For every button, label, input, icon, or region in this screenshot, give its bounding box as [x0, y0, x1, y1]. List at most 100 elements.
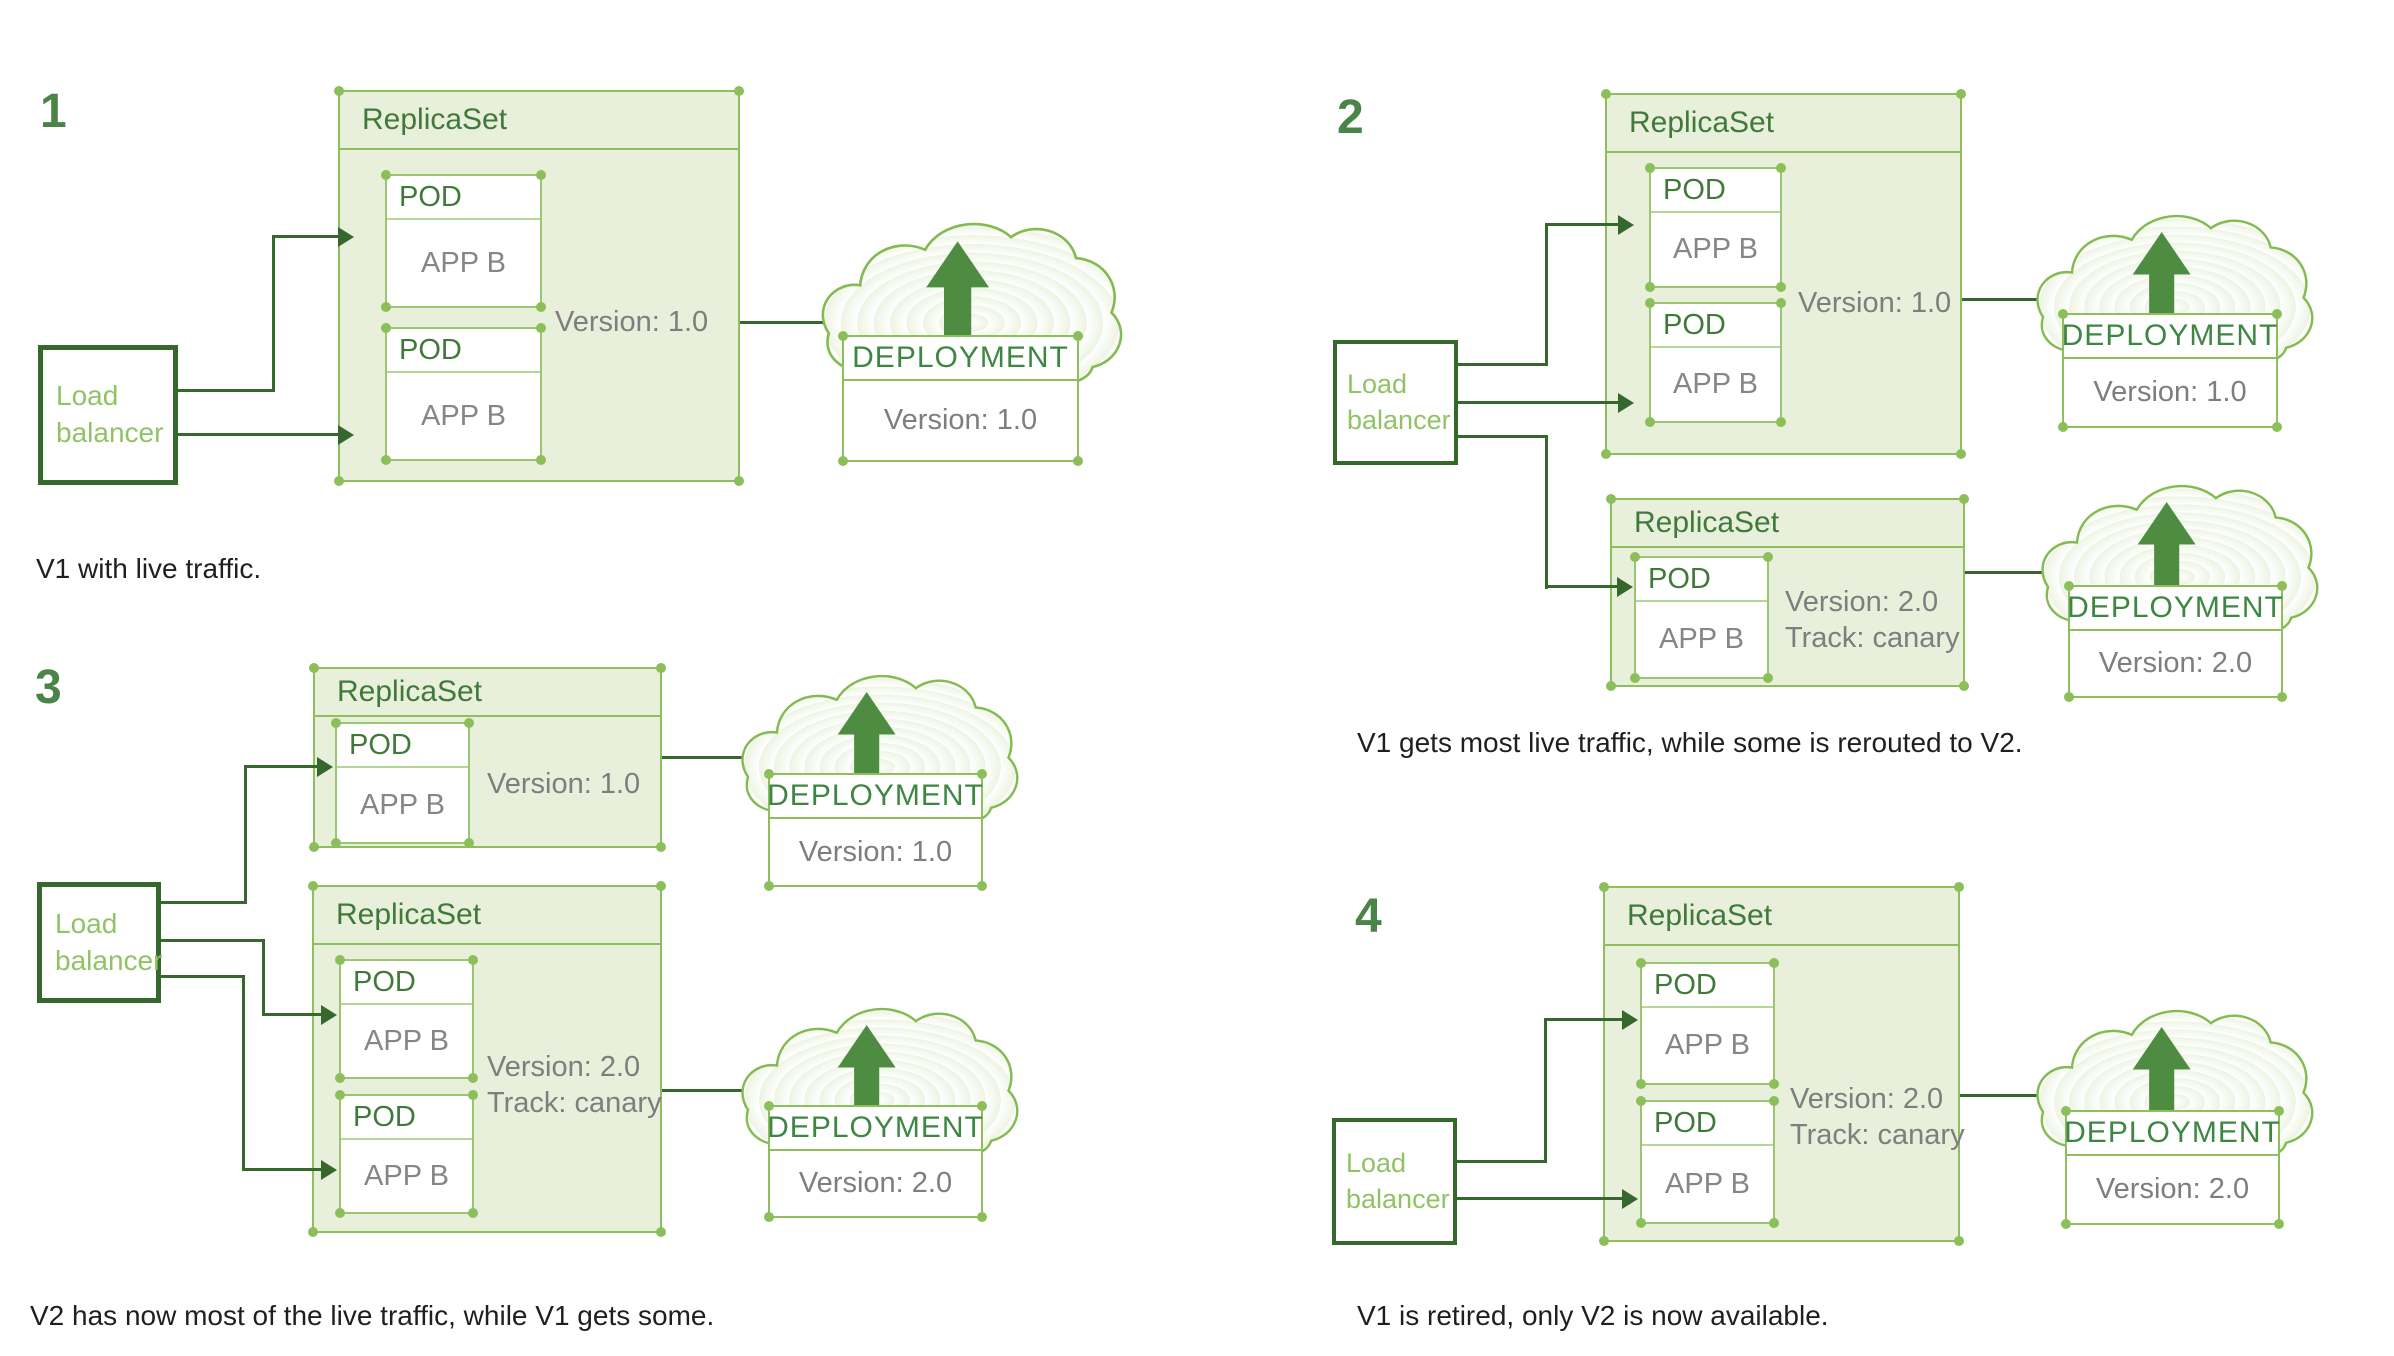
selection-handle-dot [334, 476, 344, 486]
selection-handle-dot [308, 881, 318, 891]
panel3-rs2-pod-2-title: POD [341, 1096, 472, 1140]
panel2-arrow3-seg [1458, 435, 1548, 438]
panel3-arrow1-seg [244, 765, 247, 904]
panel4-replicaset-1-meta: Version: 2.0 Track: canary [1790, 1081, 1965, 1153]
panel4-arrow2-seg [1457, 1197, 1624, 1200]
panel4-step-number: 4 [1355, 890, 1382, 943]
selection-handle-dot [1630, 673, 1640, 683]
panel2-rs1-pod-2-app: APP B [1673, 368, 1758, 400]
panel2-arrow2-head-icon [1618, 393, 1634, 413]
panel4-arrow1-head-icon [1622, 1010, 1638, 1030]
selection-handle-dot [2058, 309, 2068, 319]
selection-handle-dot [977, 769, 987, 779]
panel2-arrow1-seg [1545, 223, 1620, 226]
selection-handle-dot [1954, 1236, 1964, 1246]
selection-handle-dot [381, 170, 391, 180]
panel3-arrow2-seg [161, 939, 265, 942]
selection-handle-dot [1645, 282, 1655, 292]
panel2-arrow3-seg [1545, 435, 1548, 589]
panel1-replicaset-1-title: ReplicaSet [340, 92, 738, 150]
panel3-rs2-pod-2: POD APP B [335, 1090, 478, 1218]
selection-handle-dot [1599, 1236, 1609, 1246]
selection-handle-dot [2064, 692, 2074, 702]
panel4-deployment-figure: DEPLOYMENT Version: 2.0 [2035, 1000, 2325, 1240]
selection-handle-dot [1776, 298, 1786, 308]
panel4-arrow2-head-icon [1622, 1189, 1638, 1209]
panel2-replicaset-2-version: Version: 2.0 [1785, 586, 1939, 618]
selection-handle-dot [2277, 692, 2287, 702]
panel1-pod-2-title: POD [387, 329, 540, 373]
panel1-step-number: 1 [40, 85, 67, 138]
panel3-rs2-pod-1-title: POD [341, 961, 472, 1005]
panel4-deployment-title: DEPLOYMENT [2064, 1112, 2280, 1156]
selection-handle-dot [334, 86, 344, 96]
panel2-rs2-pod-1-app: APP B [1659, 623, 1744, 655]
selection-handle-dot [464, 838, 474, 848]
panel3-replicaset-2-title: ReplicaSet [314, 887, 660, 945]
selection-handle-dot [1769, 1079, 1779, 1089]
selection-handle-dot [2274, 1219, 2284, 1229]
panel2-deployment-1-version: Version: 1.0 [2093, 376, 2247, 408]
panel2-rs1-pod-2: POD APP B [1645, 298, 1786, 427]
panel2-connector-2 [1965, 571, 2060, 574]
panel2-deployment-2-title: DEPLOYMENT [2067, 587, 2283, 631]
panel3-caption: V2 has now most of the live traffic, whi… [30, 1300, 715, 1331]
panel2-deployment-box-2: DEPLOYMENT Version: 2.0 [2064, 581, 2287, 702]
panel2-rs2-pod-1: POD APP B [1630, 552, 1773, 683]
panel2-arrow1-seg [1545, 223, 1548, 366]
panel2-deployment-figure-2: DEPLOYMENT Version: 2.0 [2040, 475, 2330, 710]
selection-handle-dot [464, 718, 474, 728]
panel3-replicaset-1-meta: Version: 1.0 [487, 766, 640, 802]
panel3-rs2-pod-1-app: APP B [364, 1024, 449, 1057]
selection-handle-dot [977, 1101, 987, 1111]
selection-handle-dot [2274, 1106, 2284, 1116]
panel2-rs1-pod-1: POD APP B [1645, 163, 1786, 292]
selection-handle-dot [536, 170, 546, 180]
selection-handle-dot [309, 663, 319, 673]
panel4-pod-1: POD APP B [1636, 958, 1779, 1089]
selection-handle-dot [2064, 581, 2074, 591]
selection-handle-dot [1959, 681, 1969, 691]
panel1-arrow1-seg [272, 235, 340, 238]
panel2-rs1-pod-2-title: POD [1651, 304, 1780, 348]
panel2-replicaset-2-meta: Version: 2.0 Track: canary [1785, 584, 1960, 656]
selection-handle-dot [2277, 581, 2287, 591]
panel3-arrow3-seg [242, 1168, 323, 1171]
selection-handle-dot [1769, 1218, 1779, 1228]
selection-handle-dot [977, 881, 987, 891]
selection-handle-dot [1763, 673, 1773, 683]
panel2-deployment-1-title: DEPLOYMENT [2062, 315, 2277, 359]
panel1-arrow1-head-icon [338, 227, 354, 247]
panel4-replicaset-1: ReplicaSet POD APP B POD APP B Version: … [1599, 882, 1965, 1246]
selection-handle-dot [1954, 882, 1964, 892]
panel3-connector-2 [662, 1089, 757, 1092]
panel1-pod-1-app: APP B [421, 246, 506, 279]
selection-handle-dot [2061, 1106, 2071, 1116]
panel4-arrow1-seg [1457, 1160, 1547, 1163]
panel2-arrow3-seg [1545, 585, 1619, 588]
panel4-caption: V1 is retired, only V2 is now available. [1357, 1300, 1829, 1331]
panel1-pod-2-app: APP B [421, 399, 506, 432]
panel4-pod-2-title: POD [1642, 1102, 1773, 1146]
panel3-rs1-pod-1-title: POD [337, 724, 468, 768]
selection-handle-dot [468, 1090, 478, 1100]
selection-handle-dot [1636, 1218, 1646, 1228]
panel2-replicaset-1: ReplicaSet POD APP B POD APP B Version: … [1601, 89, 1966, 459]
selection-handle-dot [381, 323, 391, 333]
selection-handle-dot [2058, 422, 2068, 432]
panel3-deployment-1-title: DEPLOYMENT [767, 775, 983, 819]
panel1-deployment-figure: DEPLOYMENT Version: 1.0 [820, 212, 1135, 467]
panel3-replicaset-1-version: Version: 1.0 [487, 768, 641, 800]
panel2-rs2-pod-1-title: POD [1636, 558, 1767, 602]
selection-handle-dot [1776, 417, 1786, 427]
selection-handle-dot [381, 302, 391, 312]
selection-handle-dot [656, 663, 666, 673]
panel1-replicaset-1: ReplicaSet POD APP B POD APP B Version: … [334, 86, 744, 486]
selection-handle-dot [1601, 449, 1611, 459]
selection-handle-dot [308, 1227, 318, 1237]
selection-handle-dot [2272, 309, 2282, 319]
selection-handle-dot [1606, 494, 1616, 504]
panel3-arrow3-seg [242, 975, 245, 1171]
panel2-step-number: 2 [1337, 91, 1364, 144]
